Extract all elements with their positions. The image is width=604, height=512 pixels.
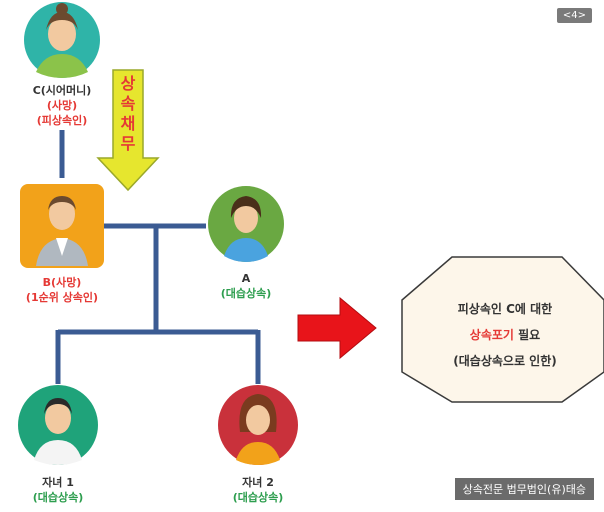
person-b-role: (1순위 상속인) [25, 291, 99, 304]
mother-in-law-name: C(시어머니) [32, 84, 92, 97]
note-octagon [401, 256, 604, 403]
child-2-role: (대습상속) [232, 491, 284, 504]
law-firm-label: 상속전문 법무법인(유)태승 [454, 478, 594, 500]
avatar-mother-in-law [24, 2, 100, 78]
inheritance-debt-label: 상 속 채 무 [113, 74, 143, 154]
person-a-role: (대습상속) [220, 287, 272, 300]
red-right-arrow [297, 296, 377, 360]
debt-char-3: 채 [120, 114, 136, 133]
inheritance-debt-arrow [96, 69, 160, 192]
mother-in-law-status: (사망) [46, 99, 78, 112]
avatar-child-1 [18, 385, 98, 465]
note-line-3: (대습상속으로 인한) [453, 354, 557, 368]
note-line-2-rest: 필요 [513, 328, 541, 342]
renunciation-note: 피상속인 C에 대한 상속포기 필요 (대습상속으로 인한) [405, 296, 604, 374]
person-a-name: A [241, 272, 251, 285]
debt-char-4: 무 [120, 134, 136, 153]
note-highlight: 상속포기 [469, 328, 514, 342]
child-2-name: 자녀 2 [242, 476, 274, 489]
debt-char-2: 속 [120, 94, 136, 113]
child-1-name: 자녀 1 [42, 476, 74, 489]
page-number-badge: <4> [556, 8, 592, 23]
avatar-child-2 [218, 385, 298, 465]
note-line-1: 피상속인 C에 대한 [457, 302, 553, 316]
note-line-2: 상속포기 필요 [405, 322, 604, 348]
debt-char-1: 상 [120, 74, 136, 93]
child-1-role: (대습상속) [32, 491, 84, 504]
avatar-person-b [20, 184, 104, 268]
person-b-name: B(사망) [42, 276, 82, 289]
connector-lines [55, 130, 261, 384]
mother-in-law-role: (피상속인) [36, 114, 88, 127]
avatar-person-a [208, 186, 284, 262]
